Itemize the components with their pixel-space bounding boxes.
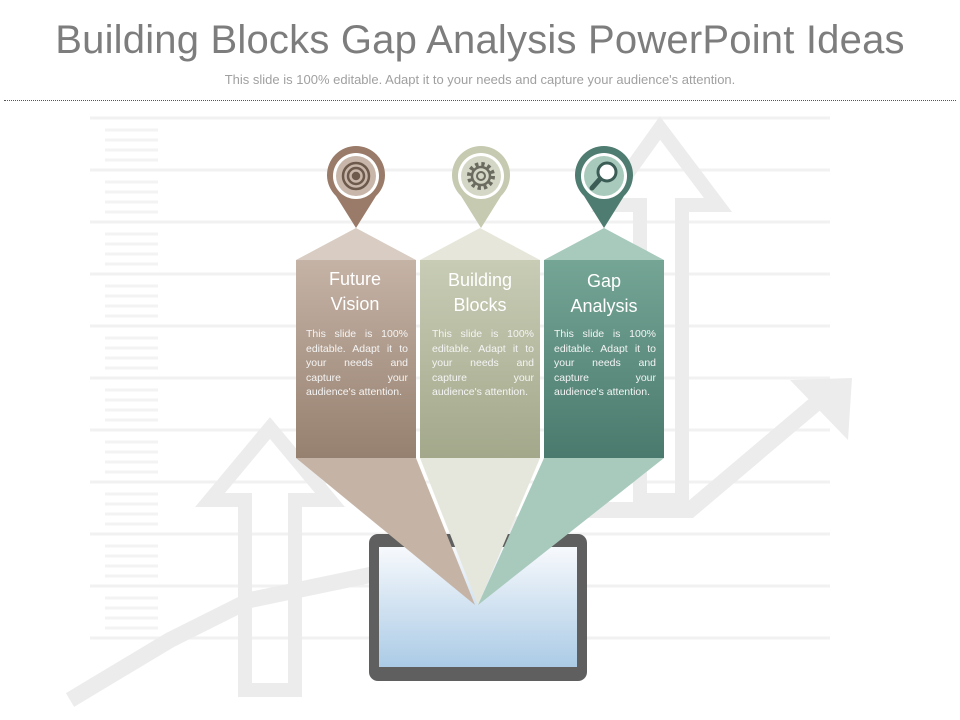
column-2-body: This slide is 100% editable. Adapt it to…	[432, 328, 534, 398]
column-2-title-line1: Building	[447, 270, 513, 290]
pin-2	[451, 145, 510, 228]
column-1-title-line1: Future	[328, 269, 382, 289]
roof-2	[420, 228, 540, 260]
column-1	[296, 260, 416, 458]
column-2-title-line2: Blocks	[453, 295, 507, 315]
target-icon	[341, 161, 371, 191]
column-3-body: This slide is 100% editable. Adapt it to…	[554, 328, 656, 398]
roof-1	[296, 228, 416, 260]
column-2	[420, 260, 540, 458]
column-3-title-line2: Analysis	[570, 296, 638, 316]
column-1-title: Future Vision	[293, 267, 417, 317]
column-1-body: This slide is 100% editable. Adapt it to…	[306, 328, 408, 398]
column-3-title: Gap Analysis	[542, 269, 666, 319]
slide-title: Building Blocks Gap Analysis PowerPoint …	[55, 18, 905, 62]
column-3	[544, 260, 664, 458]
funnel-2	[420, 458, 540, 605]
roof-3	[544, 228, 664, 260]
gear-icon	[467, 162, 495, 190]
title-divider	[4, 100, 956, 101]
column-3-title-line1: Gap	[586, 271, 622, 291]
magnifier-icon	[589, 161, 618, 191]
funnel-3	[478, 458, 664, 605]
slide-subtitle: This slide is 100% editable. Adapt it to…	[224, 72, 736, 87]
pin-1	[326, 146, 385, 228]
column-1-title-line2: Vision	[330, 294, 380, 314]
funnel-1	[296, 458, 475, 605]
pin-3	[575, 145, 633, 228]
column-2-title: Building Blocks	[418, 268, 542, 318]
